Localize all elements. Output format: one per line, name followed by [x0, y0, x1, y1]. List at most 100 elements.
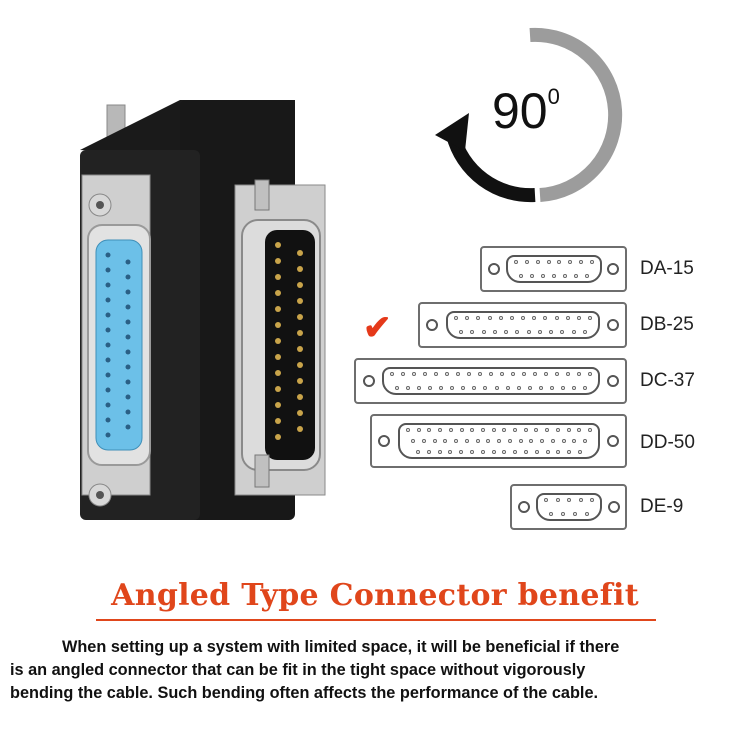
pin-dot-icon — [513, 450, 518, 454]
pin-dot-icon — [423, 372, 427, 376]
pin-dot-icon — [494, 386, 499, 390]
pin-dot-icon — [549, 386, 554, 390]
connector-label-dd50: DD-50 — [640, 432, 695, 453]
rotation-label: 900 — [492, 82, 602, 152]
rotation-unit: 0 — [547, 84, 560, 110]
pin-dot-icon — [561, 512, 565, 516]
pin-dot-icon — [560, 330, 565, 334]
pin-dot-icon — [443, 439, 448, 443]
pin-dot-icon — [537, 330, 542, 334]
connector-shell-icon — [506, 255, 602, 283]
pin-dot-icon — [454, 439, 458, 443]
pin-dot-icon — [445, 372, 449, 376]
pin-dot-icon — [472, 386, 477, 390]
pin-dot-icon — [437, 450, 442, 454]
screw-icon — [518, 501, 530, 513]
pin-dot-icon — [518, 439, 523, 443]
pin-dot-icon — [507, 439, 512, 443]
pin-dot-icon — [523, 428, 528, 432]
pin-dot-icon — [491, 428, 496, 432]
pin-dot-icon — [544, 498, 548, 502]
pin-dot-icon — [522, 372, 526, 376]
pin-dot-icon — [412, 372, 416, 376]
pin-dot-icon — [491, 450, 496, 454]
pin-dot-icon — [483, 386, 488, 390]
screw-icon — [363, 375, 375, 387]
pin-dot-icon — [411, 439, 415, 443]
pin-dot-icon — [579, 260, 584, 264]
pin-dot-icon — [432, 439, 437, 443]
screw-icon — [607, 375, 619, 387]
connector-dc37 — [354, 358, 627, 404]
screw-icon — [488, 263, 500, 275]
screw-icon — [378, 435, 390, 447]
headline-underline — [96, 619, 656, 621]
pin-dot-icon — [560, 386, 565, 390]
rotation-value: 90 — [492, 83, 548, 139]
pin-dot-icon — [428, 386, 433, 390]
pin-dot-icon — [555, 498, 560, 502]
screw-icon — [607, 319, 619, 331]
screw-icon — [607, 435, 619, 447]
pin-dot-icon — [590, 498, 594, 502]
pin-dot-icon — [521, 316, 525, 320]
pin-dot-icon — [406, 428, 410, 432]
pin-dot-icon — [470, 330, 475, 334]
pin-dot-icon — [464, 439, 469, 443]
pin-dot-icon — [577, 372, 581, 376]
pin-dot-icon — [545, 428, 550, 432]
pin-dot-icon — [557, 260, 562, 264]
pin-dot-icon — [566, 428, 571, 432]
pin-dot-icon — [529, 439, 534, 443]
pin-dot-icon — [459, 450, 464, 454]
pin-dot-icon — [524, 450, 528, 454]
pin-dot-icon — [567, 450, 572, 454]
pin-dot-icon — [567, 498, 571, 502]
pin-dot-icon — [480, 450, 485, 454]
pin-dot-icon — [406, 386, 411, 390]
connector-shell-icon — [382, 367, 600, 395]
description-line: bending the cable. Such bending often af… — [10, 684, 599, 702]
description-line: is an angled connector that can be fit i… — [10, 661, 586, 679]
pin-dot-icon — [470, 450, 474, 454]
connector-label-db25: DB-25 — [640, 314, 694, 335]
pin-dot-icon — [514, 260, 518, 264]
pin-dot-icon — [577, 428, 582, 432]
pin-dot-icon — [544, 372, 548, 376]
pin-dot-icon — [574, 274, 578, 278]
connector-shell-icon — [446, 311, 600, 339]
pin-dot-icon — [578, 498, 583, 502]
pin-dot-icon — [448, 428, 453, 432]
checkmark-icon: ✔ — [363, 309, 392, 347]
headline: Angled Type Connector benefit — [111, 578, 639, 613]
pin-dot-icon — [497, 439, 501, 443]
pin-dot-icon — [467, 372, 471, 376]
rotation-arrow-icon — [435, 27, 623, 203]
pin-dot-icon — [552, 274, 556, 278]
pin-dot-icon — [502, 428, 507, 432]
connector-shell-icon — [536, 493, 602, 521]
pin-dot-icon — [533, 372, 537, 376]
pin-dot-icon — [571, 330, 576, 334]
pin-dot-icon — [513, 428, 518, 432]
pin-dot-icon — [556, 450, 561, 454]
pin-dot-icon — [535, 260, 540, 264]
pin-dot-icon — [543, 316, 548, 320]
pin-dot-icon — [509, 316, 514, 320]
pin-dot-icon — [527, 386, 532, 390]
pin-dot-icon — [454, 316, 458, 320]
pin-dot-icon — [505, 386, 510, 390]
pin-dot-icon — [588, 428, 592, 432]
pin-dot-icon — [555, 428, 560, 432]
pin-dot-icon — [427, 428, 432, 432]
pin-dot-icon — [416, 428, 421, 432]
pin-dot-icon — [475, 439, 480, 443]
pin-dot-icon — [417, 386, 422, 390]
pin-dot-icon — [461, 386, 466, 390]
pin-dot-icon — [578, 450, 582, 454]
pin-dot-icon — [465, 316, 470, 320]
pin-dot-icon — [561, 439, 566, 443]
pin-dot-icon — [487, 316, 492, 320]
pin-dot-icon — [588, 316, 592, 320]
connector-product-image — [80, 100, 326, 520]
